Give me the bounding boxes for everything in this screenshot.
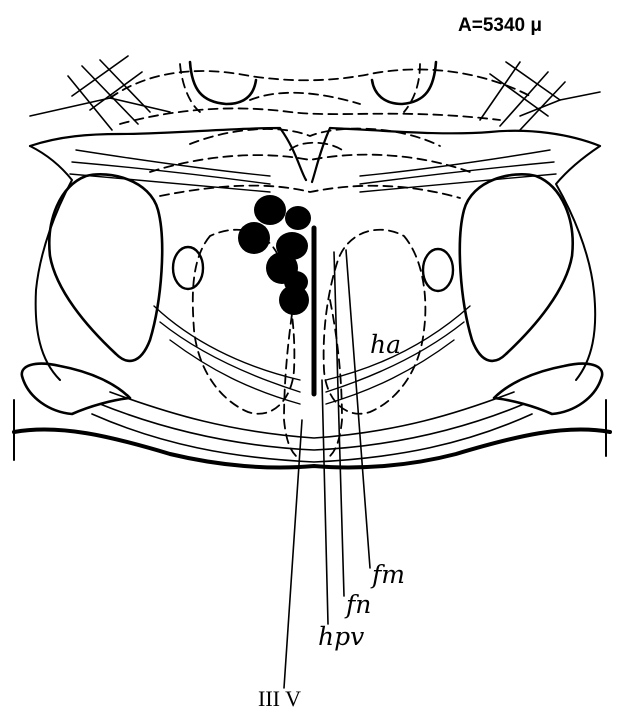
- label-ha: ha: [370, 332, 401, 357]
- figure-title: A=5340 μ: [458, 16, 542, 35]
- lesion-blobs: [238, 195, 311, 315]
- label-fn: fn: [346, 592, 371, 617]
- left-optic-shelf: [22, 364, 130, 414]
- right-dorsal-nucleus: [372, 62, 436, 104]
- left-small-nucleus: [173, 247, 203, 289]
- right-lateral-edge: [556, 146, 600, 380]
- left-internal-capsule: [49, 174, 162, 361]
- right-internal-capsule: [460, 174, 573, 361]
- upper-dashed-structures: [110, 64, 530, 198]
- right-small-nucleus: [423, 249, 453, 291]
- right-outer-contour: [312, 128, 600, 182]
- top-hatching: [30, 56, 600, 130]
- label-fm: fm: [372, 562, 405, 587]
- left-dorsal-nucleus: [190, 62, 256, 104]
- label-hpv: hpv: [318, 624, 364, 649]
- basal-contour-1: [110, 392, 514, 438]
- label-third-ventricle: III V: [258, 688, 301, 710]
- right-optic-shelf: [494, 364, 602, 414]
